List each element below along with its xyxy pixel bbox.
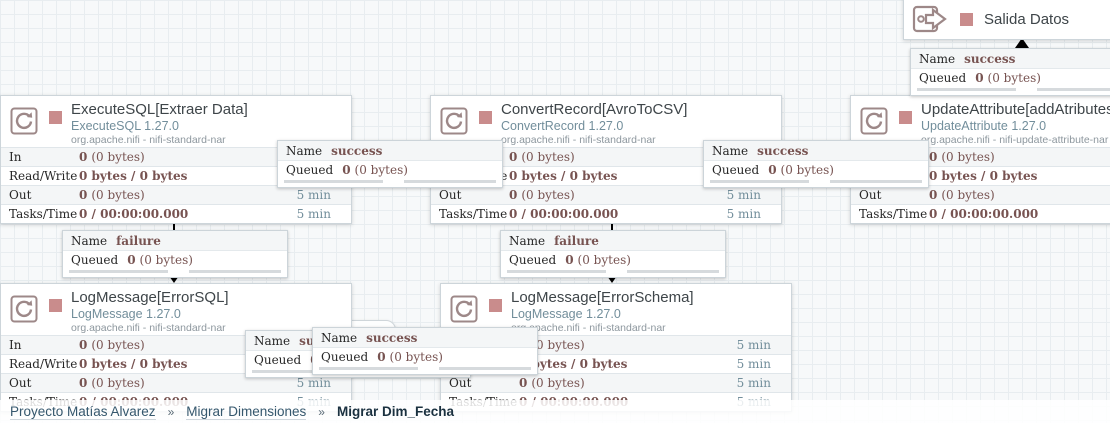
processor-stamp-icon xyxy=(9,294,39,324)
stat-row-in: In0(0 bytes)5 min xyxy=(1,147,351,166)
queue-count-bar xyxy=(917,88,1016,91)
processor-title: LogMessage[ErrorSQL] xyxy=(71,289,229,306)
processor-title: LogMessage[ErrorSchema] xyxy=(511,289,694,306)
processor-stamp-icon xyxy=(859,106,889,136)
processor-title: UpdateAttribute[addAtributes] xyxy=(921,101,1110,118)
processor-stamp-icon xyxy=(439,106,469,136)
processor-bundle: org.apache.nifi - nifi-standard-nar xyxy=(511,322,666,334)
queue-size-bar xyxy=(439,367,531,370)
breadcrumb-root-group[interactable]: Proyecto Matías Alvarez xyxy=(10,403,156,420)
breadcrumb: Proyecto Matías Alvarez » Migrar Dimensi… xyxy=(0,400,1110,423)
run-status-stopped-square xyxy=(49,299,62,312)
run-status-stopped-square xyxy=(960,12,973,26)
processor-bundle: org.apache.nifi - nifi-update-attribute-… xyxy=(921,134,1109,146)
queue-count-bar xyxy=(710,180,809,183)
processor-type: ExecuteSQL 1.27.0 xyxy=(71,119,179,133)
connection-arrowhead-down xyxy=(605,273,619,283)
output-port-name: Salida Datos xyxy=(984,10,1070,28)
processor-title: ConvertRecord[AvroToCSV] xyxy=(501,101,688,118)
breadcrumb-current-group: Migrar Dim_Fecha xyxy=(336,404,455,419)
relationship-name: success xyxy=(757,143,809,158)
queue-size-bar xyxy=(1037,88,1110,91)
processor-header: LogMessage[ErrorSchema] LogMessage 1.27.… xyxy=(441,284,791,335)
processor-header: LogMessage[ErrorSQL] LogMessage 1.27.0 o… xyxy=(1,284,351,335)
queue-size-bar xyxy=(830,180,922,183)
breadcrumb-separator: » xyxy=(318,404,325,419)
processor-updateattribute[interactable]: UpdateAttribute[addAtributes] UpdateAttr… xyxy=(850,95,1110,224)
processor-type: ConvertRecord 1.27.0 xyxy=(501,119,624,133)
run-status-stopped-square xyxy=(479,111,492,124)
processor-bundle: org.apache.nifi - nifi-standard-nar xyxy=(71,322,226,334)
queue-count-bar xyxy=(69,270,168,273)
relationship-name: success xyxy=(366,330,418,345)
output-port-salida-datos[interactable]: Salida Datos xyxy=(903,0,1110,40)
queue-size-bar xyxy=(627,270,719,273)
relationship-name: failure xyxy=(116,233,161,248)
relationship-name: failure xyxy=(554,233,599,248)
processor-stamp-icon xyxy=(9,106,39,136)
connection-arrowhead-down xyxy=(167,273,181,283)
queue-count-bar xyxy=(284,180,383,183)
relationship-name: success xyxy=(964,51,1016,66)
processor-bundle: org.apache.nifi - nifi-standard-nar xyxy=(501,134,656,146)
queue-size-bar xyxy=(189,270,281,273)
breadcrumb-parent-group[interactable]: Migrar Dimensiones xyxy=(186,403,307,420)
run-status-stopped-square xyxy=(899,111,912,124)
processor-type: LogMessage 1.27.0 xyxy=(71,307,181,321)
queue-count-bar xyxy=(252,370,351,373)
processor-title: ExecuteSQL[Extraer Data] xyxy=(71,101,248,118)
processor-type: UpdateAttribute 1.27.0 xyxy=(921,119,1047,133)
queue-count-bar xyxy=(319,367,418,370)
processor-header: ExecuteSQL[Extraer Data] ExecuteSQL 1.27… xyxy=(1,96,351,147)
processor-type: LogMessage 1.27.0 xyxy=(511,307,621,321)
relationship-name: success xyxy=(331,143,383,158)
output-port-icon xyxy=(912,4,952,34)
queue-size-bar xyxy=(404,180,496,183)
processor-header: UpdateAttribute[addAtributes] UpdateAttr… xyxy=(851,96,1110,147)
processor-header: ConvertRecord[AvroToCSV] ConvertRecord 1… xyxy=(431,96,781,147)
processor-stamp-icon xyxy=(449,294,479,324)
connection-arrowhead-up xyxy=(1015,38,1029,48)
run-status-stopped-square xyxy=(49,111,62,124)
run-status-stopped-square xyxy=(489,299,502,312)
processor-bundle: org.apache.nifi - nifi-standard-nar xyxy=(71,134,226,146)
breadcrumb-separator: » xyxy=(167,404,175,419)
queue-count-bar xyxy=(507,270,606,273)
